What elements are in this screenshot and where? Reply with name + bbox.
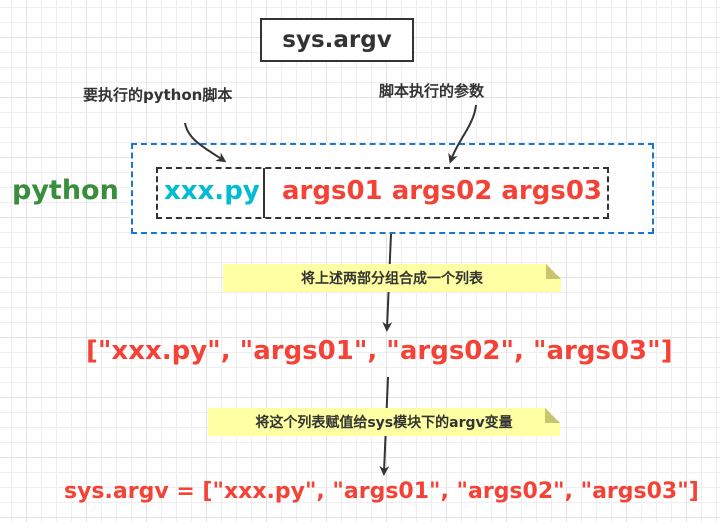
args-label: 脚本执行的参数 <box>379 82 485 100</box>
args-arrow <box>448 104 477 164</box>
script-args: args01 args02 args03 <box>282 176 603 206</box>
list-result: ["xxx.py", "args01", "args02", "args03"] <box>86 336 673 366</box>
final-result: sys.argv = ["xxx.py", "args01", "args02"… <box>64 479 699 504</box>
script-arrow <box>184 122 227 163</box>
combine-note-overlay-text: 将上述两部分组合成一个列表 <box>301 271 483 287</box>
combine-note-overlay: 将上述两部分组合成一个列表 <box>223 264 561 292</box>
title-box: sys.argv <box>260 18 414 62</box>
note-fold-corner <box>545 408 560 423</box>
assign-note-overlay-text: 将这个列表赋值给sys模块下的argv变量 <box>255 415 513 431</box>
script-args-divider <box>263 168 265 218</box>
script-name: xxx.py <box>164 176 260 206</box>
assign-note-overlay: 将这个列表赋值给sys模块下的argv变量 <box>208 408 560 436</box>
command-inner-box <box>156 167 609 219</box>
script-label: 要执行的python脚本 <box>83 86 233 104</box>
title-text: sys.argv <box>282 27 392 53</box>
interpreter-label: python <box>12 175 119 206</box>
note-fold-corner <box>546 264 561 279</box>
